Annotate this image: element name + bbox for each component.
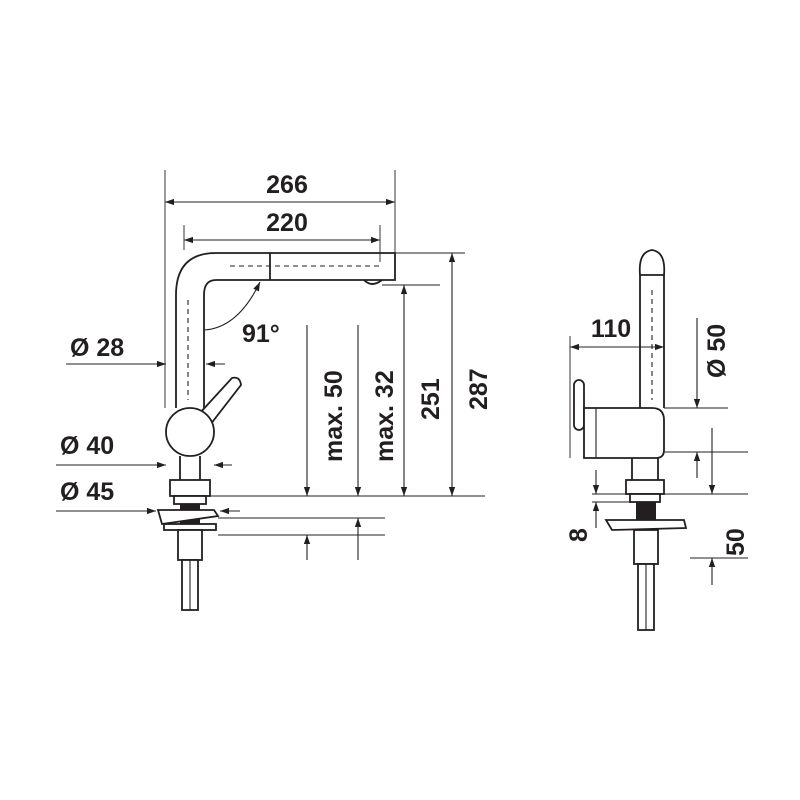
label-91-degrees: 91°	[242, 320, 280, 348]
label-287: 287	[465, 368, 493, 410]
label-8: 8	[565, 528, 593, 542]
label-d50: Ø 50	[703, 324, 731, 378]
label-220: 220	[266, 209, 308, 237]
front-faucet-body	[573, 249, 688, 631]
label-251: 251	[417, 378, 445, 420]
label-max-50: max. 50	[320, 370, 348, 462]
front-view: 110 Ø 50 8 50	[565, 249, 750, 631]
label-d45: Ø 45	[60, 478, 114, 506]
label-max-32: max. 32	[371, 370, 399, 462]
side-view: 266 220 91° Ø 28 Ø 40 Ø 45 max. 50 max. …	[56, 170, 493, 611]
side-faucet-body	[156, 252, 396, 611]
label-d40: Ø 40	[60, 432, 114, 460]
angle-arc-91	[203, 281, 261, 331]
label-266: 266	[266, 171, 308, 199]
label-d28: Ø 28	[70, 334, 124, 362]
label-50: 50	[722, 528, 750, 556]
label-110: 110	[591, 315, 631, 343]
